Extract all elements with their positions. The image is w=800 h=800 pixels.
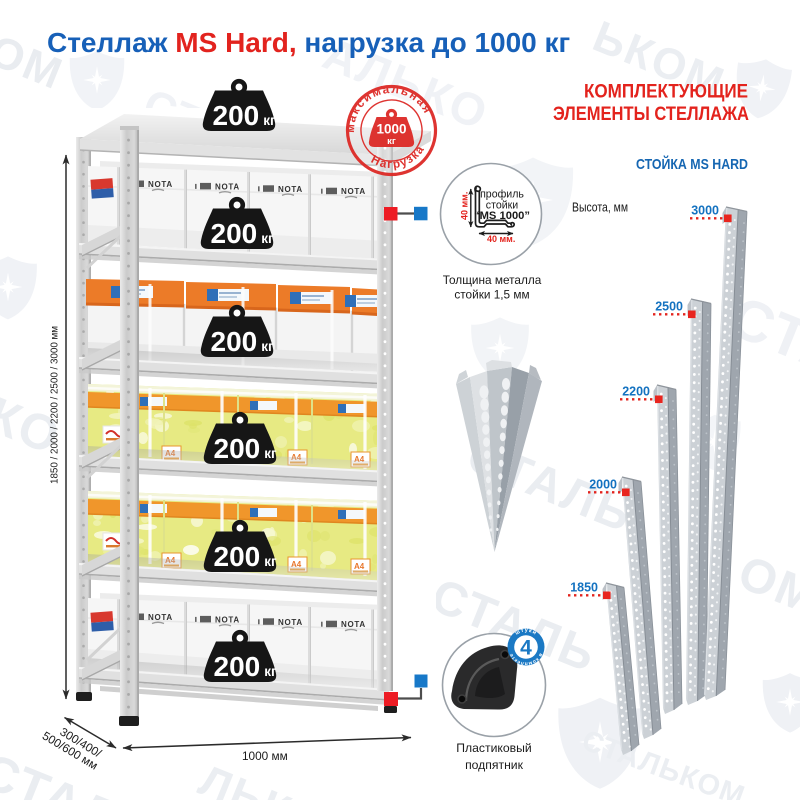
svg-text:40 мм.: 40 мм. [487,234,515,244]
svg-text:NOTA: NOTA [148,180,173,189]
svg-text:1850 / 2000 / 2200 / 2500 / 30: 1850 / 2000 / 2200 / 2500 / 3000 мм [49,326,61,484]
svg-text:2000: 2000 [589,478,617,492]
svg-text:1000: 1000 [376,122,406,137]
svg-text:СТОЙКА MS HARD: СТОЙКА MS HARD [636,155,748,173]
svg-text:кг: кг [387,136,396,147]
svg-text:A4: A4 [354,562,365,571]
svg-text:Высота, мм: Высота, мм [572,201,628,215]
svg-text:Пластиковый: Пластиковый [456,741,531,755]
svg-text:Толщина металла: Толщина металла [443,273,542,287]
svg-text:подпятник: подпятник [465,758,524,772]
svg-text:A4: A4 [291,560,302,569]
svg-text:3000: 3000 [691,204,719,218]
svg-text:2200: 2200 [622,385,650,399]
svg-text:1000 мм: 1000 мм [242,749,288,763]
svg-text:4: 4 [520,637,532,660]
svg-text:NOTA: NOTA [278,618,303,627]
svg-text:Стеллаж MS Hard, нагрузка до 1: Стеллаж MS Hard, нагрузка до 1000 кг [47,27,570,58]
svg-text:A4: A4 [354,455,365,464]
svg-text:“MS 1000”: “MS 1000” [474,210,530,222]
svg-text:ЭЛЕМЕНТЫ СТЕЛЛАЖА: ЭЛЕМЕНТЫ СТЕЛЛАЖА [553,103,749,125]
svg-text:40 мм.: 40 мм. [460,192,470,220]
svg-text:NOTA: NOTA [341,187,366,196]
svg-text:СТАЛЬКОМ: СТАЛЬКОМ [578,725,750,800]
svg-text:NOTA: NOTA [278,185,303,194]
svg-text:профиль: профиль [480,189,524,201]
svg-text:стойки 1,5 мм: стойки 1,5 мм [454,288,529,302]
svg-text:NOTA: NOTA [341,620,366,629]
svg-text:КОМПЛЕКТУЮЩИЕ: КОМПЛЕКТУЮЩИЕ [584,81,748,103]
svg-text:стойки: стойки [486,200,518,212]
svg-text:NOTA: NOTA [215,182,240,191]
svg-text:ОМ: ОМ [731,546,800,626]
svg-text:NOTA: NOTA [148,613,173,622]
svg-text:1850: 1850 [570,581,598,595]
svg-text:2500: 2500 [655,300,683,314]
svg-text:NOTA: NOTA [215,615,240,624]
svg-text:штуки: штуки [514,628,538,637]
